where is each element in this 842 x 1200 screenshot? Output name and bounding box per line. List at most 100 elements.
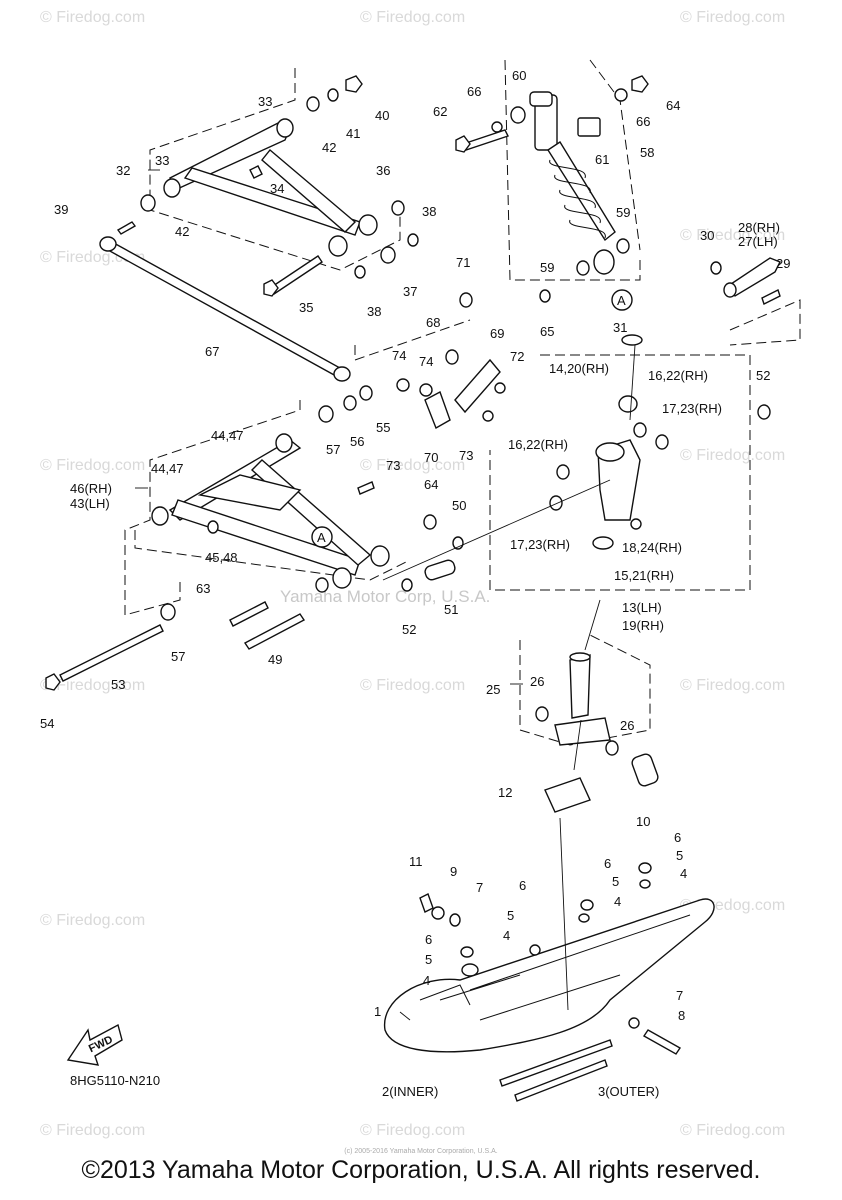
watermark: © Firedog.com bbox=[40, 912, 145, 929]
callout-label: 14,20(RH) bbox=[549, 361, 609, 376]
watermark: © Firedog.com bbox=[40, 1122, 145, 1139]
callout-label: 15,21(RH) bbox=[614, 568, 674, 583]
callout-label: 35 bbox=[299, 300, 313, 315]
callout-label: 6 bbox=[674, 830, 681, 845]
callout-label: 33 bbox=[155, 153, 169, 168]
callout-label: 4 bbox=[614, 894, 621, 909]
callout-label: 1 bbox=[374, 1004, 381, 1019]
watermark: © Firedog.com bbox=[680, 677, 785, 694]
callout-label: 52 bbox=[756, 368, 770, 383]
copyright-footer: ©2013 Yamaha Motor Corporation, U.S.A. A… bbox=[81, 1156, 761, 1184]
upper-a-arm bbox=[140, 75, 419, 297]
watermark: © Firedog.com bbox=[360, 457, 465, 474]
callout-label: 66 bbox=[636, 114, 650, 129]
callout-label: 5 bbox=[507, 908, 514, 923]
callout-label: 5 bbox=[676, 848, 683, 863]
callout-label: 49 bbox=[268, 652, 282, 667]
callout-label: 73 bbox=[386, 458, 400, 473]
watermark: © Firedog.com bbox=[680, 447, 785, 464]
callout-label: 6 bbox=[425, 932, 432, 947]
tie-rod bbox=[99, 221, 351, 382]
callout-label: 40 bbox=[375, 108, 389, 123]
watermark: © Firedog.com bbox=[360, 9, 465, 26]
callout-label: 5 bbox=[425, 952, 432, 967]
center-watermark: Yamaha Motor Corp, U.S.A. bbox=[280, 587, 490, 606]
callout-label: 31 bbox=[613, 320, 627, 335]
callout-label: 13(LH) bbox=[622, 600, 662, 615]
callout-label: 62 bbox=[433, 104, 447, 119]
callout-label: 52 bbox=[402, 622, 416, 637]
leader-lines bbox=[135, 169, 636, 1021]
callout-label: 56 bbox=[350, 434, 364, 449]
callout-label: 65 bbox=[540, 324, 554, 339]
callout-label: 26 bbox=[530, 674, 544, 689]
callout-label: 26 bbox=[620, 718, 634, 733]
callout-label: 38 bbox=[422, 204, 436, 219]
callout-label: 54 bbox=[40, 716, 54, 731]
callout-label: 59 bbox=[540, 260, 554, 275]
callout-label: 51 bbox=[444, 602, 458, 617]
callout-label: 19(RH) bbox=[622, 618, 664, 633]
callout-label: 37 bbox=[403, 284, 417, 299]
mid-link bbox=[318, 292, 506, 495]
callout-label: 16,22(RH) bbox=[648, 368, 708, 383]
callout-label: 4 bbox=[680, 866, 687, 881]
callout-label: 4 bbox=[503, 928, 510, 943]
callout-label: 11 bbox=[409, 854, 423, 869]
callout-label: 9 bbox=[450, 864, 457, 879]
callout-label: 42 bbox=[322, 140, 336, 155]
callout-label: 66 bbox=[467, 84, 481, 99]
callout-label: 2(INNER) bbox=[382, 1084, 438, 1099]
watermark: © Firedog.com bbox=[40, 457, 145, 474]
callout-label: 29 bbox=[776, 256, 790, 271]
callout-label: 63 bbox=[196, 581, 210, 596]
callout-label: 30 bbox=[700, 228, 714, 243]
callout-label: 50 bbox=[452, 498, 466, 513]
callout-label: 3(OUTER) bbox=[598, 1084, 659, 1099]
callout-label: 71 bbox=[456, 255, 470, 270]
callout-label: 6 bbox=[519, 878, 526, 893]
callout-label: 17,23(RH) bbox=[662, 401, 722, 416]
callout-label: 55 bbox=[376, 420, 390, 435]
steering-arm bbox=[710, 257, 781, 305]
callout-label: 42 bbox=[175, 224, 189, 239]
callout-label: 4 bbox=[423, 973, 430, 988]
callout-label: 39 bbox=[54, 202, 68, 217]
fine-print: (c) 2005-2016 Yamaha Motor Corporation, … bbox=[344, 1148, 498, 1155]
callout-label: 8 bbox=[678, 1008, 685, 1023]
callout-label: 7 bbox=[476, 880, 483, 895]
callout-label: 61 bbox=[595, 152, 609, 167]
callout-label: 41 bbox=[346, 126, 360, 141]
callout-label: 36 bbox=[376, 163, 390, 178]
callout-label: 25 bbox=[486, 682, 500, 697]
callout-label: 70 bbox=[424, 450, 438, 465]
callout-label: 44,47 bbox=[151, 461, 184, 476]
callout-label: 34 bbox=[270, 181, 284, 196]
callout-label: 69 bbox=[490, 326, 504, 341]
callout-label: 28(RH) bbox=[738, 220, 780, 235]
callout-label: 72 bbox=[510, 349, 524, 364]
callout-label: 27(LH) bbox=[738, 234, 778, 249]
callout-label: 33 bbox=[258, 94, 272, 109]
callout-label: 68 bbox=[426, 315, 440, 330]
callout-label: 38 bbox=[367, 304, 381, 319]
callout-labels: 1 2(INNER) 3(OUTER) 4 4 4 4 5 5 5 5 6 6 … bbox=[40, 68, 790, 1099]
callout-label: 18,24(RH) bbox=[622, 540, 682, 555]
diagram-code: 8HG5110-N210 bbox=[70, 1073, 161, 1088]
callout-label: 10 bbox=[636, 814, 650, 829]
callout-label: 57 bbox=[326, 442, 340, 457]
callout-label: 32 bbox=[116, 163, 130, 178]
watermark-layer: © Firedog.com © Firedog.com © Firedog.co… bbox=[40, 9, 785, 1139]
callout-label: 64 bbox=[666, 98, 680, 113]
shock-absorber bbox=[455, 75, 649, 311]
ref-a-circle bbox=[311, 526, 333, 548]
ski-spindle bbox=[535, 652, 659, 813]
callout-label: 73 bbox=[459, 448, 473, 463]
callout-label: 74 bbox=[419, 354, 433, 369]
callout-label: 64 bbox=[424, 477, 438, 492]
watermark: © Firedog.com bbox=[680, 227, 785, 244]
spindle-housing bbox=[549, 334, 771, 550]
callout-label: 53 bbox=[111, 677, 125, 692]
callout-label: 44,47 bbox=[211, 428, 244, 443]
